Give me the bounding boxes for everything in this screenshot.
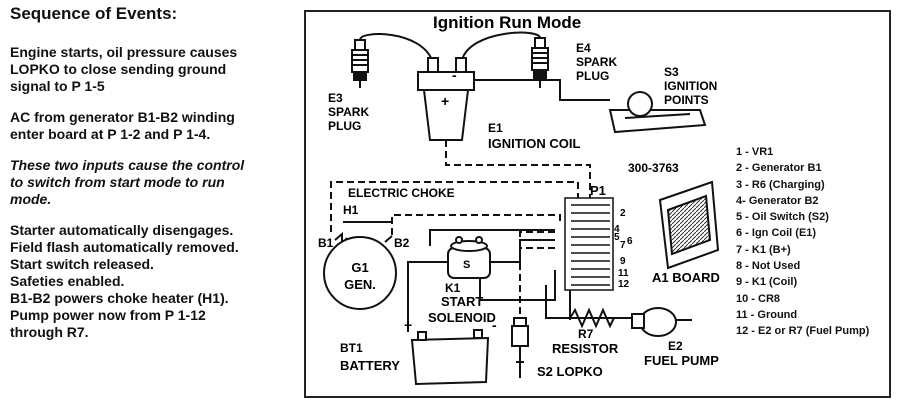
coil-plus: + — [441, 93, 449, 109]
e1-label-1: E1 — [488, 121, 503, 135]
p1-pin-number: 12 — [618, 279, 630, 290]
legend-entry: 8 - Not Used — [736, 260, 801, 273]
bt1-label-2: BATTERY — [340, 358, 400, 373]
b1-label: B1 — [318, 236, 334, 250]
a1-board-icon — [658, 180, 720, 270]
solid-circuit-lines — [407, 229, 640, 332]
p1-pin-number: 9 — [620, 256, 626, 267]
solenoid-s-terminal: S — [463, 259, 470, 271]
sequence-line: AC from generator B1-B2 winding — [10, 109, 235, 125]
b2-label: B2 — [394, 236, 410, 250]
e1-label-2: IGNITION COIL — [488, 136, 581, 151]
sequence-of-events-panel: Sequence of Events: Engine starts, oil p… — [10, 4, 300, 355]
p1-pin-number: 6 — [627, 236, 633, 247]
g1-label-1: G1 — [351, 260, 368, 275]
legend-entry: 7 - K1 (B+) — [736, 243, 791, 256]
legend-entry: 3 - R6 (Charging) — [736, 178, 825, 191]
e3-spark-plug-icon — [351, 39, 369, 88]
e3-label-1: E3 — [328, 91, 343, 105]
legend-entry: 10 - CR8 — [736, 292, 781, 305]
legend-entry: 2 - Generator B1 — [736, 162, 822, 175]
diagram-title: Ignition Run Mode — [433, 13, 581, 32]
e2-label-1: E2 — [668, 339, 683, 353]
battery-minus: - — [492, 317, 497, 333]
k1-label-1: K1 — [445, 281, 461, 295]
ignition-coil-icon — [417, 57, 485, 141]
e4-plug-wire — [461, 31, 541, 61]
s3-label-1: S3 — [664, 65, 679, 79]
k1-label-2: START — [441, 294, 483, 309]
s3-label-3: POINTS — [664, 93, 709, 107]
r7-resistor-icon — [569, 307, 615, 329]
e4-label-3: PLUG — [576, 69, 609, 83]
generator-icon — [323, 231, 397, 310]
legend-entry: 11 - Ground — [736, 308, 798, 321]
h1-label: H1 — [343, 203, 359, 217]
r7-label-1: R7 — [578, 327, 594, 341]
coil-to-points-wire — [485, 79, 610, 101]
sequence-heading: Sequence of Events: — [10, 4, 178, 23]
sequence-line: Start switch released. — [10, 256, 154, 272]
sequence-line: Safeties enabled. — [10, 273, 125, 289]
sequence-line: LOPKO to close sending ground — [10, 61, 227, 77]
p1-label: P1 — [590, 183, 606, 198]
p1-connector — [564, 197, 614, 291]
legend-entry: 6 - Ign Coil (E1) — [736, 227, 817, 240]
start-solenoid-icon — [447, 236, 491, 279]
coil-minus: - — [452, 67, 457, 83]
legend-entry: 9 - K1 (Coil) — [736, 276, 798, 289]
e3-plug-wire — [359, 33, 433, 61]
battery-icon — [410, 329, 490, 386]
e4-label-2: SPARK — [576, 55, 617, 69]
legend-entry: 1 - VR1 — [736, 146, 774, 158]
p1-pin-number: 7 — [620, 240, 626, 251]
e4-label-1: E4 — [576, 41, 591, 55]
sequence-line: Engine starts, oil pressure causes — [10, 44, 238, 60]
sequence-line: through R7. — [10, 324, 89, 340]
sequence-line: mode. — [10, 191, 52, 207]
p1-pin-number: 5 — [614, 232, 620, 243]
sequence-line: Pump power now from P 1-12 — [10, 307, 206, 323]
bt1-label-1: BT1 — [340, 341, 363, 355]
diagram-frame — [304, 10, 891, 398]
sequence-line: to switch from start mode to run — [10, 174, 225, 190]
e3-label-3: PLUG — [328, 119, 361, 133]
legend-entry: 5 - Oil Switch (S2) — [736, 211, 829, 224]
r7-label-2: RESISTOR — [552, 341, 619, 356]
part-number: 300-3763 — [628, 161, 679, 175]
sequence-line: Starter automatically disengages. — [10, 222, 234, 238]
legend-entry: 12 - E2 or R7 (Fuel Pump) — [736, 325, 870, 338]
e3-label-2: SPARK — [328, 105, 369, 119]
e4-spark-plug-icon — [531, 37, 549, 88]
legend-entry: 4- Generator B2 — [736, 194, 819, 207]
sequence-line: signal to P 1-5 — [10, 78, 105, 94]
e2-label-2: FUEL PUMP — [644, 353, 719, 368]
p1-pin-number: 11 — [618, 268, 629, 279]
s3-label-2: IGNITION — [664, 79, 717, 93]
sequence-line: B1-B2 powers choke heater (H1). — [10, 290, 229, 306]
fuel-pump-icon — [631, 307, 692, 337]
a1-board-label: A1 BOARD — [652, 270, 720, 285]
battery-plus: + — [404, 317, 412, 333]
g1-label-2: GEN. — [344, 277, 376, 292]
sequence-paragraph: Starter automatically disengages.Field f… — [10, 222, 300, 341]
ignition-points-icon — [608, 91, 707, 134]
sequence-line: Field flash automatically removed. — [10, 239, 239, 255]
p1-pin-number: 4 — [614, 224, 620, 235]
oil-pressure-switch-icon — [511, 317, 529, 378]
p1-pin-legend: 1 - VR1 2 - Generator B1 3 - R6 (Charging)… — [736, 144, 869, 340]
sequence-line: These two inputs cause the control — [10, 157, 245, 173]
sequence-line: enter board at P 1-2 and P 1-4. — [10, 126, 211, 142]
s2-lopko-label: S2 LOPKO — [537, 364, 603, 379]
k1-label-3: SOLENOID — [428, 310, 496, 325]
electric-choke-label: ELECTRIC CHOKE — [348, 186, 455, 200]
p1-pin-number: 2 — [620, 208, 626, 219]
